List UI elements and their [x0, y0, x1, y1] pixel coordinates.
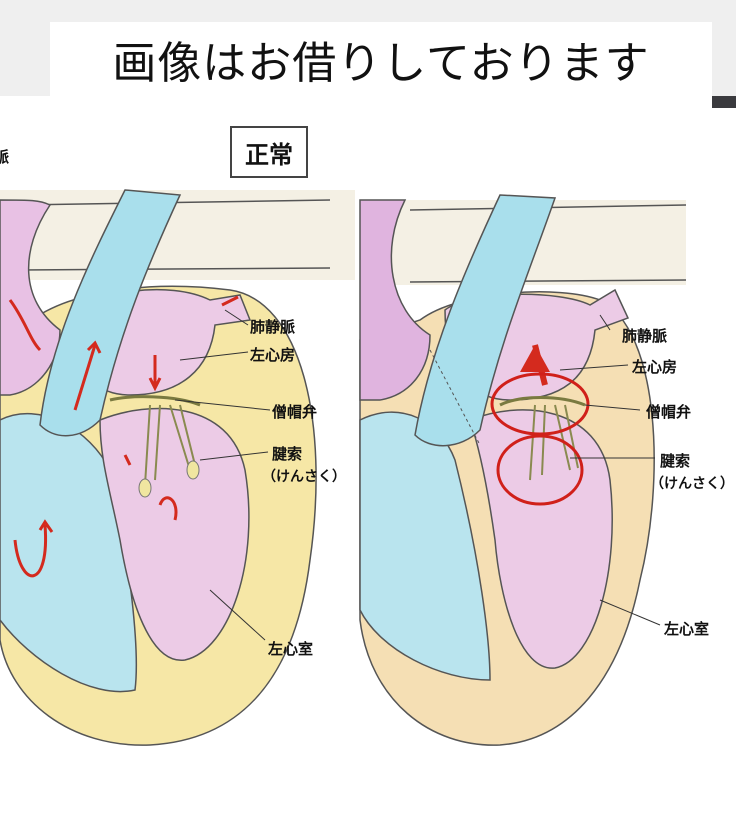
- cropped-label: 脈: [0, 148, 10, 166]
- mitral-prolapse-diagram: [359, 194, 687, 746]
- pulmonary-artery: [414, 194, 557, 447]
- normal-heart-diagram: [0, 189, 355, 746]
- label-left-atrium-2: 左心房: [632, 358, 678, 376]
- dark-bar: [712, 96, 736, 108]
- label-leaders: [174, 309, 661, 641]
- aorta: [0, 199, 61, 396]
- blood-flow-arrows: [8, 295, 239, 578]
- label-chordae-reading-2: （けんさく）: [650, 476, 734, 492]
- chordae-highlight-circle: [496, 434, 584, 506]
- chordae-tendineae: [529, 404, 579, 481]
- label-chordae-2: 腱索: [660, 452, 691, 470]
- label-mitral-valve-2: 僧帽弁: [646, 403, 692, 421]
- label-mitral-valve: 僧帽弁: [272, 403, 318, 421]
- valve-highlight-circle: [490, 372, 590, 436]
- label-left-ventricle: 左心室: [268, 640, 314, 658]
- left-ventricle: [99, 407, 250, 661]
- label-pulmonary-vein: 肺静脈: [250, 318, 296, 336]
- caption-box: 画像はお借りしております: [50, 22, 712, 96]
- pulmonary-artery: [39, 189, 182, 437]
- label-pulmonary-vein-2: 肺静脈: [622, 327, 668, 345]
- normal-title-box: 正常: [230, 126, 308, 178]
- aorta: [359, 199, 431, 401]
- label-chordae: 腱索: [272, 445, 303, 463]
- label-left-ventricle-2: 左心室: [664, 620, 710, 638]
- normal-title: 正常: [245, 140, 293, 169]
- caption-text: 画像はお借りしております: [112, 38, 650, 89]
- background-band: [0, 190, 355, 280]
- chordae-tendineae: [144, 404, 196, 486]
- label-left-atrium: 左心房: [250, 346, 296, 364]
- label-chordae-reading: （けんさく）: [262, 469, 346, 485]
